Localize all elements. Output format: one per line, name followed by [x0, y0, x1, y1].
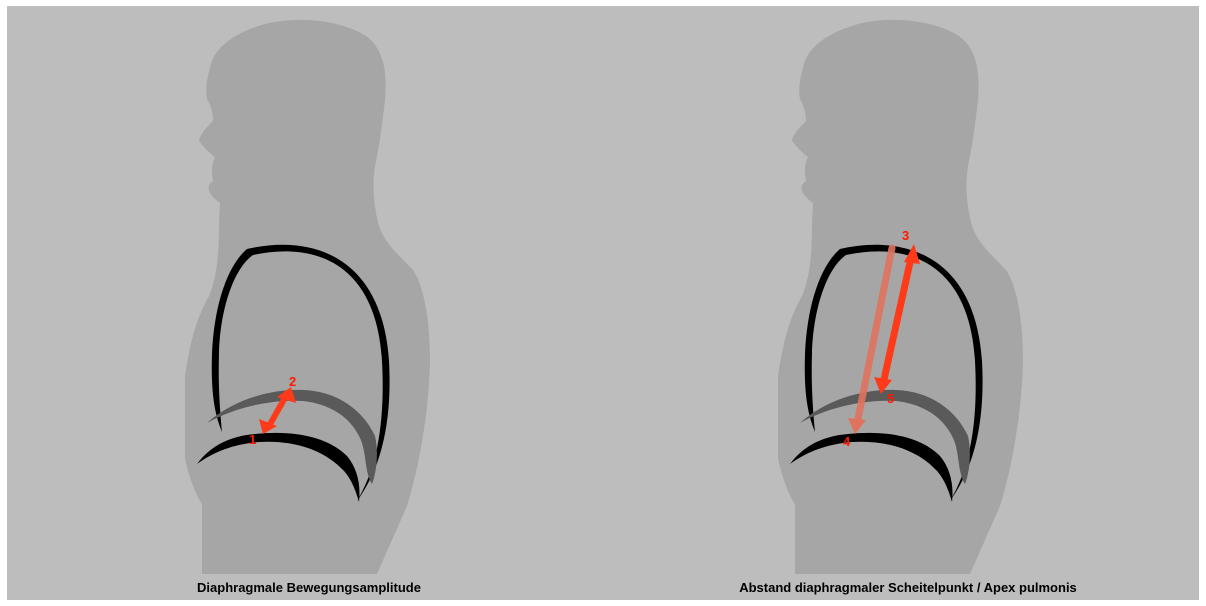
right-panel-caption: Abstand diaphragmaler Scheitelpunkt / Ap… — [739, 580, 1077, 595]
marker-5: 5 — [887, 391, 894, 406]
marker-2: 2 — [289, 374, 296, 389]
left-panel-caption: Diaphragmale Bewegungsamplitude — [197, 580, 421, 595]
diagram-frame: 1 2 3 4 5 Diaphragmale Bewegungsamplitud… — [7, 6, 1199, 600]
marker-3: 3 — [902, 228, 909, 243]
marker-4: 4 — [843, 434, 851, 449]
marker-1: 1 — [249, 432, 256, 447]
diagram-canvas: 1 2 3 4 5 — [7, 6, 1199, 600]
left-panel: 1 2 — [185, 20, 430, 574]
right-panel: 3 4 5 — [778, 20, 1023, 574]
